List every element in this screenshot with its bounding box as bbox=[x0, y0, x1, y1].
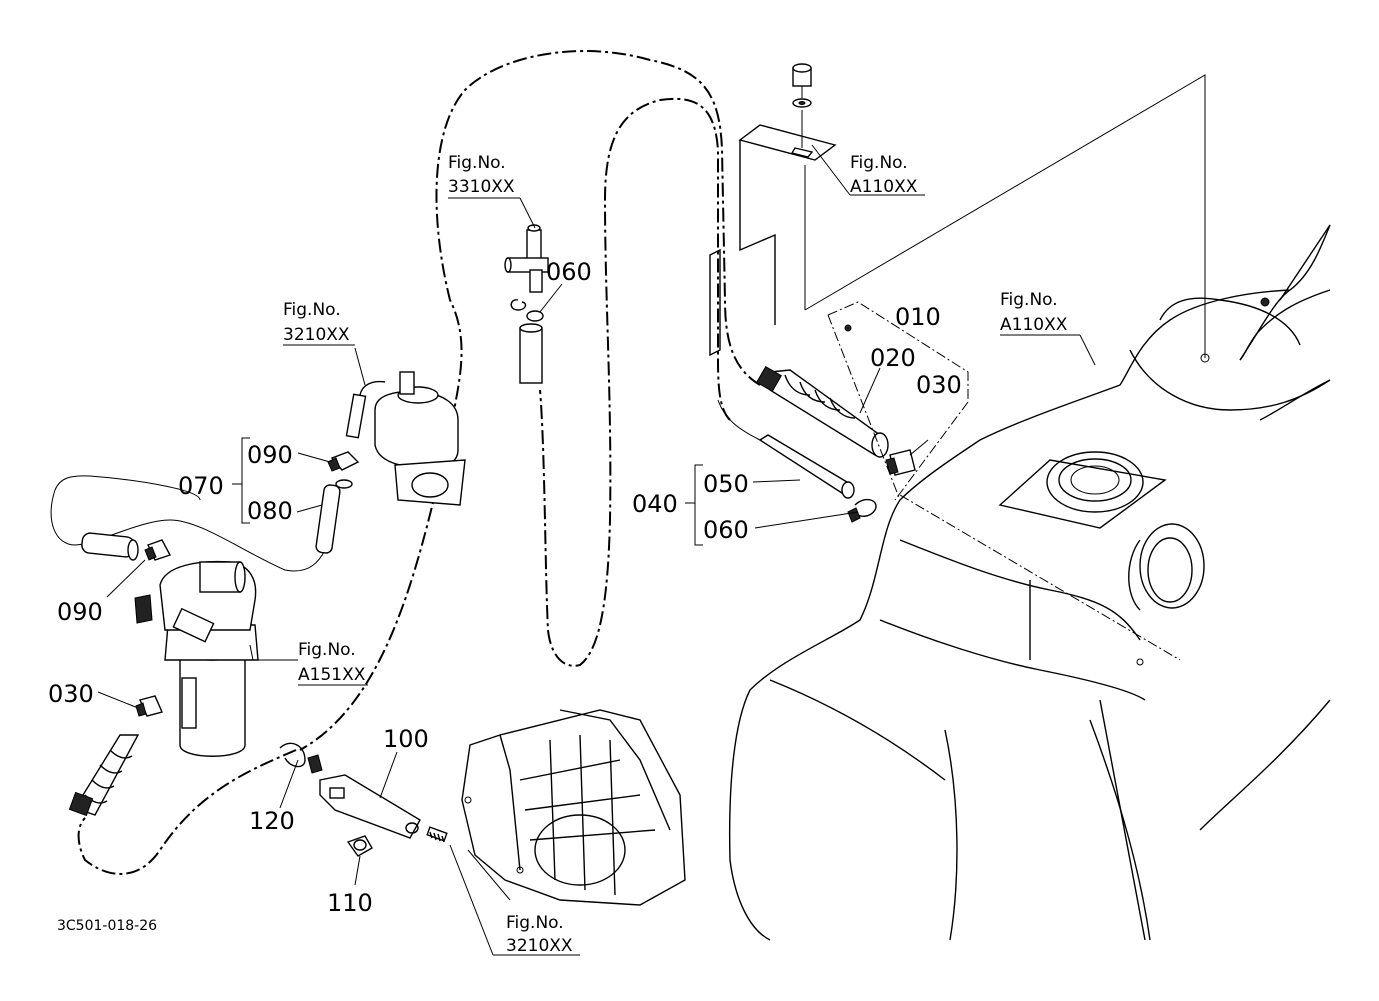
part-050-hose bbox=[758, 434, 855, 499]
label-050: 050 bbox=[703, 470, 749, 498]
label-020: 020 bbox=[870, 344, 916, 372]
label-040: 040 bbox=[632, 490, 678, 518]
part-030-clamp-right bbox=[885, 449, 916, 476]
label-030-right: 030 bbox=[916, 371, 962, 399]
label-080: 080 bbox=[247, 497, 293, 525]
fig-ref-title: Fig.No. bbox=[506, 913, 564, 933]
gear-housing bbox=[461, 709, 686, 906]
label-110: 110 bbox=[327, 889, 373, 917]
part-020-hose bbox=[756, 366, 889, 458]
label-030-left: 030 bbox=[48, 680, 94, 708]
label-070: 070 bbox=[178, 472, 224, 500]
label-060-right: 060 bbox=[703, 516, 749, 544]
fig-ref-title: Fig.No. bbox=[850, 153, 908, 173]
label-060-top: 060 bbox=[546, 258, 592, 286]
part-number-labels: 010 020 030 040 050 060 060 070 080 090 … bbox=[48, 258, 962, 917]
bellow-hose-left bbox=[68, 734, 140, 817]
bolt-stud bbox=[426, 826, 448, 843]
fig-ref-title: Fig.No. bbox=[448, 153, 506, 173]
hose-bracket bbox=[709, 63, 837, 357]
fuel-filter bbox=[81, 532, 259, 757]
fuel-pump bbox=[345, 371, 466, 506]
fuel-tank bbox=[728, 224, 1331, 941]
fuel-hoses bbox=[50, 50, 761, 875]
part-080-hose bbox=[315, 479, 353, 554]
part-030-clamp-left bbox=[135, 695, 163, 717]
fig-ref-title: Fig.No. bbox=[283, 300, 341, 320]
label-090-top: 090 bbox=[247, 441, 293, 469]
part-060-clip-right bbox=[847, 498, 877, 523]
part-120-clip bbox=[279, 742, 323, 774]
figure-references: Fig.No. 3310XX Fig.No. 3210XX Fig.No. A1… bbox=[283, 153, 1068, 956]
fig-ref-number: A151XX bbox=[298, 665, 366, 685]
fig-ref-number: A110XX bbox=[1000, 315, 1068, 335]
label-010: 010 bbox=[895, 303, 941, 331]
part-090-clamp-top bbox=[327, 451, 360, 472]
fig-ref-title: Fig.No. bbox=[298, 640, 356, 660]
label-090-left: 090 bbox=[57, 598, 103, 626]
drawing-code: 3C501-018-26 bbox=[57, 918, 157, 934]
label-120: 120 bbox=[249, 807, 295, 835]
tee-fitting bbox=[504, 224, 549, 384]
label-100: 100 bbox=[383, 725, 429, 753]
part-110-bolt bbox=[346, 835, 373, 857]
fig-ref-number: A110XX bbox=[850, 177, 918, 197]
tank-leader-lines bbox=[804, 74, 1206, 661]
part-100-bracket bbox=[319, 774, 421, 839]
fig-ref-number: 3210XX bbox=[506, 936, 573, 956]
fig-ref-title: Fig.No. bbox=[1000, 290, 1058, 310]
leader-lines bbox=[97, 144, 1096, 956]
fig-ref-number: 3310XX bbox=[448, 177, 515, 197]
fig-ref-number: 3210XX bbox=[283, 325, 350, 345]
